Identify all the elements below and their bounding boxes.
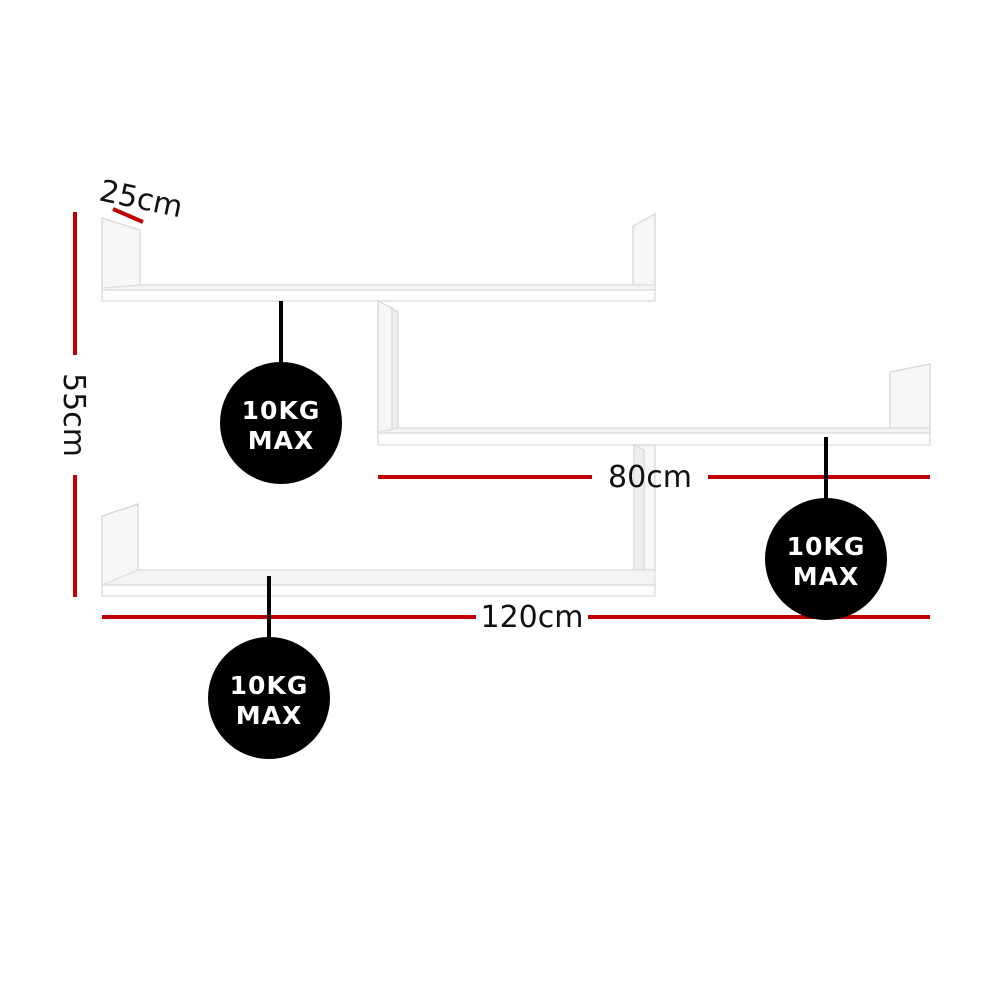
middle-shelf-board xyxy=(377,432,931,446)
weight-badge-circle xyxy=(208,637,330,759)
total-width-label: 120cm xyxy=(481,600,584,635)
middle-shelf-right-end xyxy=(889,363,931,433)
weight-badge-unit: MAX xyxy=(793,562,860,591)
weight-badge-middle-shelf: 10KG MAX xyxy=(765,437,887,620)
bottom-shelf-board-top xyxy=(101,569,656,586)
top-shelf-board xyxy=(101,289,656,302)
weight-badge-top-shelf: 10KG MAX xyxy=(220,301,342,484)
weight-badge-unit: MAX xyxy=(248,426,315,455)
depth-dimension-line xyxy=(112,207,144,224)
weight-badge-circle xyxy=(765,498,887,620)
upper-connector-panel xyxy=(377,300,393,433)
weight-badge-bottom-shelf: 10KG MAX xyxy=(208,576,330,759)
dimension-lines xyxy=(73,207,930,619)
top-shelf-right-end xyxy=(632,212,656,291)
shelf-unit xyxy=(101,212,931,597)
weight-badge-value: 10KG xyxy=(242,396,321,425)
weight-badge-value: 10KG xyxy=(230,671,309,700)
weight-badge-unit: MAX xyxy=(236,701,303,730)
top-shelf-left-end xyxy=(101,217,141,293)
depth-label: 25cm xyxy=(96,174,185,226)
upper-connector-inner xyxy=(391,307,399,433)
weight-badge-circle xyxy=(220,362,342,484)
weight-badges: 10KG MAX 10KG MAX 10KG MAX xyxy=(208,301,887,759)
bottom-shelf-board xyxy=(101,584,656,597)
height-label: 55cm xyxy=(56,373,91,457)
weight-badge-value: 10KG xyxy=(787,532,866,561)
middle-width-label: 80cm xyxy=(608,460,692,495)
